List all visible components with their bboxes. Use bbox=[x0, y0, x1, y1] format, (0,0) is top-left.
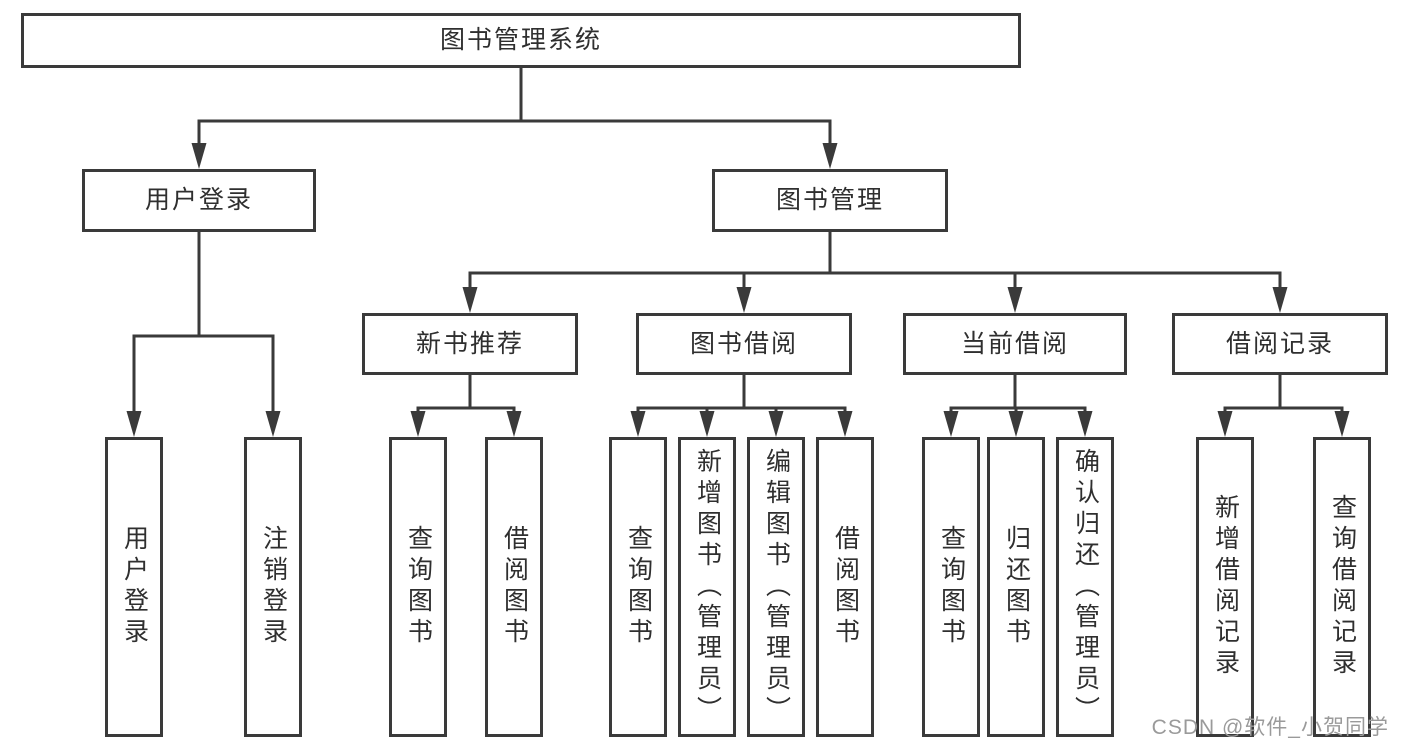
leaf-query-books-recommend: 查询图书 bbox=[389, 437, 447, 737]
arrowhead-icon bbox=[191, 143, 207, 169]
leaf-query-books-borrow: 查询图书 bbox=[609, 437, 667, 737]
node-new-book-recommend: 新书推荐 bbox=[362, 313, 578, 375]
arrowhead-icon bbox=[736, 287, 752, 313]
arrowhead-icon bbox=[265, 411, 281, 437]
node-current-borrow: 当前借阅 bbox=[903, 313, 1127, 375]
leaf-borrow-books: 借阅图书 bbox=[816, 437, 874, 737]
arrowhead-icon bbox=[506, 411, 522, 437]
node-borrow-records: 借阅记录 bbox=[1172, 313, 1388, 375]
arrowhead-icon bbox=[1272, 287, 1288, 313]
leaf-return-books: 归还图书 bbox=[987, 437, 1045, 737]
leaf-user-login: 用户登录 bbox=[105, 437, 163, 737]
leaf-add-books-admin: 新增图书（管理员） bbox=[678, 437, 736, 737]
leaf-query-books-current: 查询图书 bbox=[922, 437, 980, 737]
arrowheads-group bbox=[126, 143, 1350, 437]
arrowhead-icon bbox=[822, 143, 838, 169]
leaf-edit-books-admin: 编辑图书（管理员） bbox=[747, 437, 805, 737]
arrowhead-icon bbox=[1334, 411, 1350, 437]
arrowhead-icon bbox=[699, 411, 715, 437]
arrowhead-icon bbox=[837, 411, 853, 437]
arrowhead-icon bbox=[768, 411, 784, 437]
watermark: CSDN @软件_小贺同学 bbox=[1151, 716, 1389, 739]
arrowhead-icon bbox=[630, 411, 646, 437]
arrowhead-icon bbox=[410, 411, 426, 437]
arrowhead-icon bbox=[1077, 411, 1093, 437]
arrowhead-icon bbox=[462, 287, 478, 313]
node-user-login: 用户登录 bbox=[82, 169, 316, 232]
leaf-query-borrow-record: 查询借阅记录 bbox=[1313, 437, 1371, 737]
node-book-borrow: 图书借阅 bbox=[636, 313, 852, 375]
leaf-add-borrow-record: 新增借阅记录 bbox=[1196, 437, 1254, 737]
leaf-borrow-books-recommend: 借阅图书 bbox=[485, 437, 543, 737]
arrowhead-icon bbox=[1008, 411, 1024, 437]
node-root-system: 图书管理系统 bbox=[21, 13, 1021, 68]
arrowhead-icon bbox=[943, 411, 959, 437]
arrowhead-icon bbox=[126, 411, 142, 437]
arrowhead-icon bbox=[1007, 287, 1023, 313]
leaf-confirm-return-admin: 确认归还（管理员） bbox=[1056, 437, 1114, 737]
leaf-logout: 注销登录 bbox=[244, 437, 302, 737]
arrowhead-icon bbox=[1217, 411, 1233, 437]
node-book-management: 图书管理 bbox=[712, 169, 948, 232]
